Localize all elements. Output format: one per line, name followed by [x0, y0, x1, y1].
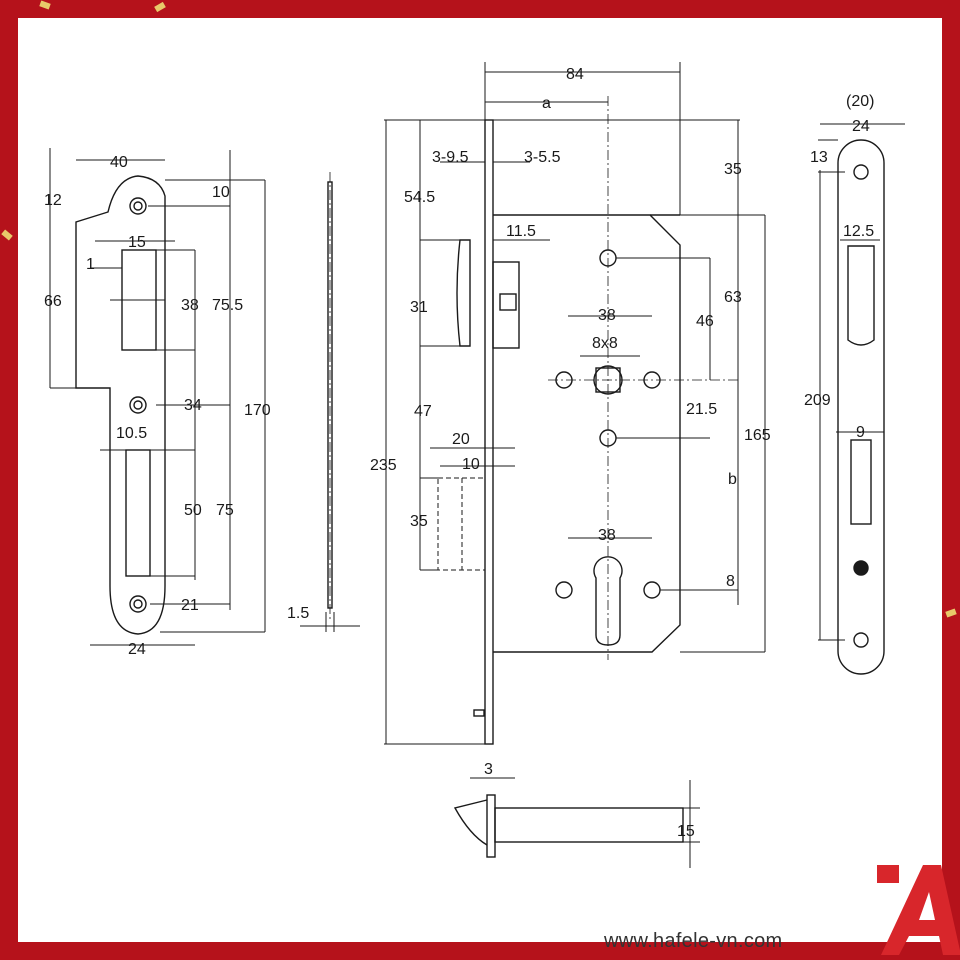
front-screw-bottom: [853, 632, 869, 648]
dim-label: 9: [856, 424, 865, 441]
deadbolt-hidden: [437, 477, 486, 571]
dim-label: b: [728, 471, 737, 488]
dim-label: 75: [216, 502, 234, 519]
dim-label: 165: [744, 427, 771, 444]
dim-label: 1: [86, 256, 95, 273]
forend-screw: [473, 709, 485, 717]
front-plate-outline: [837, 139, 885, 675]
strike-hole-middle-inner: [133, 400, 143, 410]
front-bolt-opening: [850, 439, 872, 525]
front-screw-middle: [853, 560, 869, 576]
dim-label: 47: [414, 403, 432, 420]
front-plate: (20) 24 13 12.5 209 9: [804, 93, 905, 675]
latch-housing: [492, 261, 520, 349]
hafele-logo-icon: [877, 865, 960, 955]
forend-plate: [484, 119, 494, 745]
dim-label: 3: [484, 761, 493, 778]
dim-label: 75.5: [212, 297, 243, 314]
fixing-hole: [643, 581, 661, 599]
dim-label: 24: [852, 118, 870, 135]
dim-label: 10: [462, 456, 480, 473]
dim-label: 20: [452, 431, 470, 448]
latch-forend: [486, 794, 496, 858]
confetti-decoration: [39, 0, 51, 10]
dim-label: 63: [724, 289, 742, 306]
strike-hole-top: [129, 197, 147, 215]
latch-tongue: [494, 807, 684, 843]
strike-plate: 40 12 10 15 1 66 38 75.5 34 10.5 170 50 …: [44, 148, 271, 658]
dim-label: 34: [184, 397, 202, 414]
dim-label: 38: [598, 527, 616, 544]
drawing-sheet: 40 12 10 15 1 66 38 75.5 34 10.5 170 50 …: [18, 18, 960, 955]
dim-label: 31: [410, 299, 428, 316]
dim-label: (20): [846, 93, 874, 110]
confetti-decoration: [154, 1, 166, 13]
bolt-opening: [125, 449, 151, 577]
dim-label: 50: [184, 502, 202, 519]
strike-plate-outline: [75, 175, 166, 635]
technical-drawing: 40 12 10 15 1 66 38 75.5 34 10.5 170 50 …: [44, 62, 905, 868]
dim-label: 66: [44, 293, 62, 310]
dim-label: 10: [212, 184, 230, 201]
cylinder-cutout: [593, 556, 623, 646]
dim-label: 24: [128, 641, 146, 658]
front-latch-opening: [847, 245, 875, 346]
fixing-hole: [555, 581, 573, 599]
dim-label: 46: [696, 313, 714, 330]
latch-bevel: [453, 799, 488, 846]
dim-label: 8: [726, 573, 735, 590]
dim-label: 84: [566, 66, 584, 83]
website-url[interactable]: www.hafele-vn.com: [604, 930, 783, 952]
lock-body: 84 a 3-9.5 3-5.5 35 54.5 11.5 31 63 38 4…: [370, 62, 771, 745]
latch-bolt: [456, 239, 471, 347]
dim-label: 15: [677, 823, 695, 840]
dim-label: 40: [110, 154, 128, 171]
dim-label: 35: [410, 513, 428, 530]
dim-label: 13: [810, 149, 828, 166]
dim-label: 15: [128, 234, 146, 251]
latch-spring: [499, 293, 517, 311]
dim-label: 35: [724, 161, 742, 178]
front-screw-top: [853, 164, 869, 180]
dim-label: 38: [181, 297, 199, 314]
dim-label: 1.5: [287, 605, 309, 622]
dim-label: 10.5: [116, 425, 147, 442]
dim-label: 8x8: [592, 335, 618, 352]
strike-hole-middle: [129, 396, 147, 414]
dim-label: 11.5: [506, 223, 536, 240]
lock-case: [493, 214, 681, 653]
dim-label: 235: [370, 457, 397, 474]
dim-label: 38: [598, 307, 616, 324]
dim-label: 12.5: [843, 223, 874, 240]
strike-hole-bottom: [129, 595, 147, 613]
latch-detail: 3 15: [453, 761, 700, 868]
dim-label: 12: [44, 192, 62, 209]
dim-label: 3-5.5: [524, 149, 561, 166]
dim-label: a: [542, 95, 551, 112]
dim-label: 3-9.5: [432, 149, 469, 166]
confetti-decoration: [945, 608, 957, 618]
dim-label: 209: [804, 392, 831, 409]
strike-hole-bottom-inner: [133, 599, 143, 609]
dim-label: 170: [244, 402, 271, 419]
confetti-decoration: [1, 229, 13, 241]
dim-label: 21.5: [686, 401, 717, 418]
dim-label: 21: [181, 597, 199, 614]
strike-hole-top-inner: [133, 201, 143, 211]
dim-label: 54.5: [404, 189, 435, 206]
strike-side-profile: 1.5: [287, 172, 360, 632]
